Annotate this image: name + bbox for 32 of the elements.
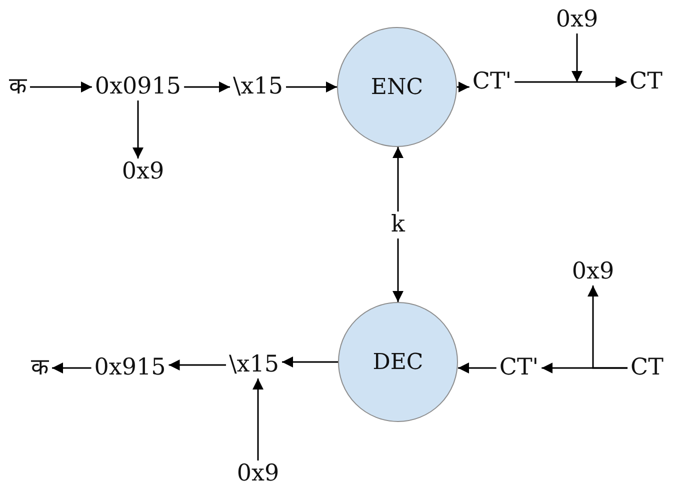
node-label: क — [28, 354, 52, 382]
arrow — [184, 82, 230, 92]
node-label: \x15 — [226, 352, 282, 378]
arrow — [286, 82, 337, 92]
node-label: k — [388, 212, 408, 238]
arrow — [572, 34, 582, 82]
arrow — [282, 356, 338, 368]
node-label: CT — [626, 68, 666, 96]
node-label: CT — [628, 354, 666, 382]
arrow — [168, 360, 226, 370]
arrow — [588, 286, 628, 369]
node-label: CT' — [469, 68, 515, 96]
node-label: 0x915 — [91, 354, 169, 382]
arrow — [30, 82, 92, 92]
circle-label: ENC — [370, 74, 424, 100]
arrow — [52, 362, 92, 374]
arrow — [458, 362, 496, 374]
node-label: 0x9 — [568, 258, 618, 286]
arrow — [514, 76, 627, 88]
node-label: CT' — [496, 354, 542, 382]
node-label: 0x9 — [552, 6, 602, 34]
node-label: \x15 — [230, 74, 286, 100]
arrow — [132, 100, 144, 158]
arrow — [392, 147, 404, 212]
node-label: 0x0915 — [92, 74, 184, 100]
node-label: 0x9 — [234, 460, 282, 488]
arrow — [252, 378, 264, 460]
circle-label: DEC — [372, 350, 424, 374]
arrow — [392, 238, 404, 302]
arrow — [457, 82, 470, 92]
node-label: क — [6, 74, 30, 100]
node-label: 0x9 — [118, 158, 168, 186]
